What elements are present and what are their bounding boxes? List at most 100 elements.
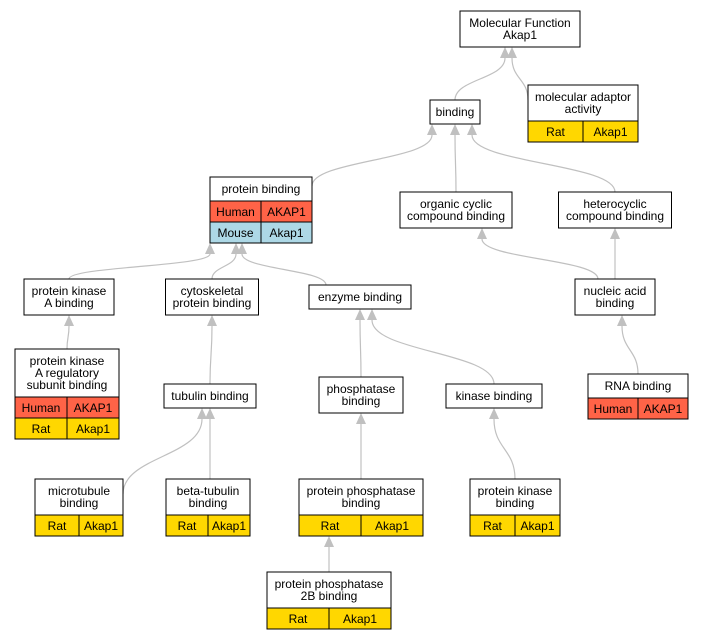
gene-label: Akap1: [520, 519, 554, 533]
edge-arrowhead: [237, 243, 247, 254]
edge-molecular-adaptor-activity-to-molecular-function: [511, 57, 529, 101]
edge-protein-kinase-a-binding-to-protein-binding: [68, 253, 211, 280]
edge-cytoskeletal-protein-binding-to-protein-binding: [211, 253, 237, 280]
node-label: binding: [342, 394, 381, 408]
node-label: protein binding: [173, 296, 252, 310]
gene-label: Akap1: [212, 519, 246, 533]
node-box: [165, 278, 259, 316]
edge-arrowhead: [507, 47, 517, 58]
node-label: A binding: [44, 296, 93, 310]
edge-arrowhead: [324, 536, 334, 547]
organism-label: Human: [22, 401, 61, 415]
edge-arrowhead: [450, 124, 460, 135]
node-box: [23, 278, 115, 316]
edges-layer: [64, 47, 639, 572]
node-label: A regulatory: [35, 366, 99, 380]
gene-cell: [260, 221, 313, 244]
node-label: protein kinase: [478, 484, 553, 498]
edge-phosphatase-binding-to-enzyme-binding: [359, 319, 362, 378]
gene-cell: [328, 607, 392, 630]
edge-arrowhead: [477, 228, 487, 239]
node-label: phosphatase: [327, 382, 396, 396]
node-box: [558, 191, 672, 229]
node-label: enzyme binding: [318, 290, 402, 304]
organism-label: Human: [216, 205, 255, 219]
node-label: protein phosphatase: [275, 577, 384, 591]
edge-protein-binding-to-binding: [311, 134, 433, 187]
node-label: cytoskeletal: [181, 284, 244, 298]
node-box: [163, 383, 257, 409]
node-label: molecular adaptor: [535, 90, 631, 104]
node-label: binding: [436, 105, 475, 119]
node-tubulin-binding: tubulin binding: [163, 383, 257, 409]
node-label: protein kinase: [30, 354, 105, 368]
node-label: activity: [565, 102, 602, 116]
edge-arrowhead: [355, 309, 365, 320]
gene-label: AKAP1: [644, 402, 683, 416]
gene-cell: [360, 514, 424, 537]
node-box: [574, 278, 656, 316]
edge-arrowhead: [197, 408, 207, 419]
node-label: tubulin binding: [171, 389, 248, 403]
node-label: microtubule: [48, 484, 110, 498]
edge-arrowhead: [64, 315, 74, 326]
edge-arrowhead: [467, 124, 477, 135]
gene-label: Akap1: [593, 125, 627, 139]
node-label: protein kinase: [32, 284, 107, 298]
node-label: binding: [342, 496, 381, 510]
node-box: [527, 84, 639, 122]
node-label: protein binding: [222, 182, 301, 196]
edge-microtubule-binding-to-tubulin-binding: [122, 418, 203, 495]
node-label: Akap1: [503, 28, 537, 42]
gene-cell: [637, 397, 689, 420]
gene-cell: [207, 514, 251, 537]
node-label: heterocyclic: [583, 197, 646, 211]
node-enzyme-binding: enzyme binding: [308, 284, 412, 310]
edge-tubulin-binding-to-cytoskeletal-protein-binding: [209, 325, 213, 385]
node-box: [209, 176, 313, 202]
node-label: beta-tubulin: [177, 484, 240, 498]
node-label: nucleic acid: [584, 284, 647, 298]
node-box: [308, 284, 412, 310]
edge-arrowhead: [367, 309, 377, 320]
edge-arrowhead: [489, 408, 499, 419]
gene-cell: [66, 417, 120, 440]
node-box: [459, 10, 581, 48]
node-box: [445, 383, 543, 409]
organism-label: Rat: [321, 519, 340, 533]
gene-label: Akap1: [76, 422, 110, 436]
organism-label: Rat: [546, 125, 565, 139]
edge-arrowhead: [207, 315, 217, 326]
edge-arrowhead: [205, 408, 215, 419]
organism-label: Human: [594, 402, 633, 416]
organism-label: Mouse: [217, 226, 253, 240]
edge-arrowhead: [427, 124, 437, 135]
gene-label: AKAP1: [267, 205, 306, 219]
organism-label: Rat: [178, 519, 197, 533]
edge-kinase-binding-to-enzyme-binding: [371, 319, 495, 385]
edge-arrowhead: [205, 243, 215, 254]
node-label: 2B binding: [301, 589, 358, 603]
node-label: Molecular Function: [469, 16, 570, 30]
gene-label: Akap1: [84, 519, 118, 533]
edge-enzyme-binding-to-protein-binding: [241, 253, 327, 286]
gene-label: Akap1: [269, 226, 303, 240]
edge-organic-cyclic-compound-binding-to-binding: [454, 134, 457, 193]
node-kinase-binding: kinase binding: [445, 383, 543, 409]
edge-heterocyclic-compound-binding-to-binding: [471, 134, 616, 193]
organism-label: Rat: [483, 519, 502, 533]
node-binding: binding: [429, 99, 481, 125]
